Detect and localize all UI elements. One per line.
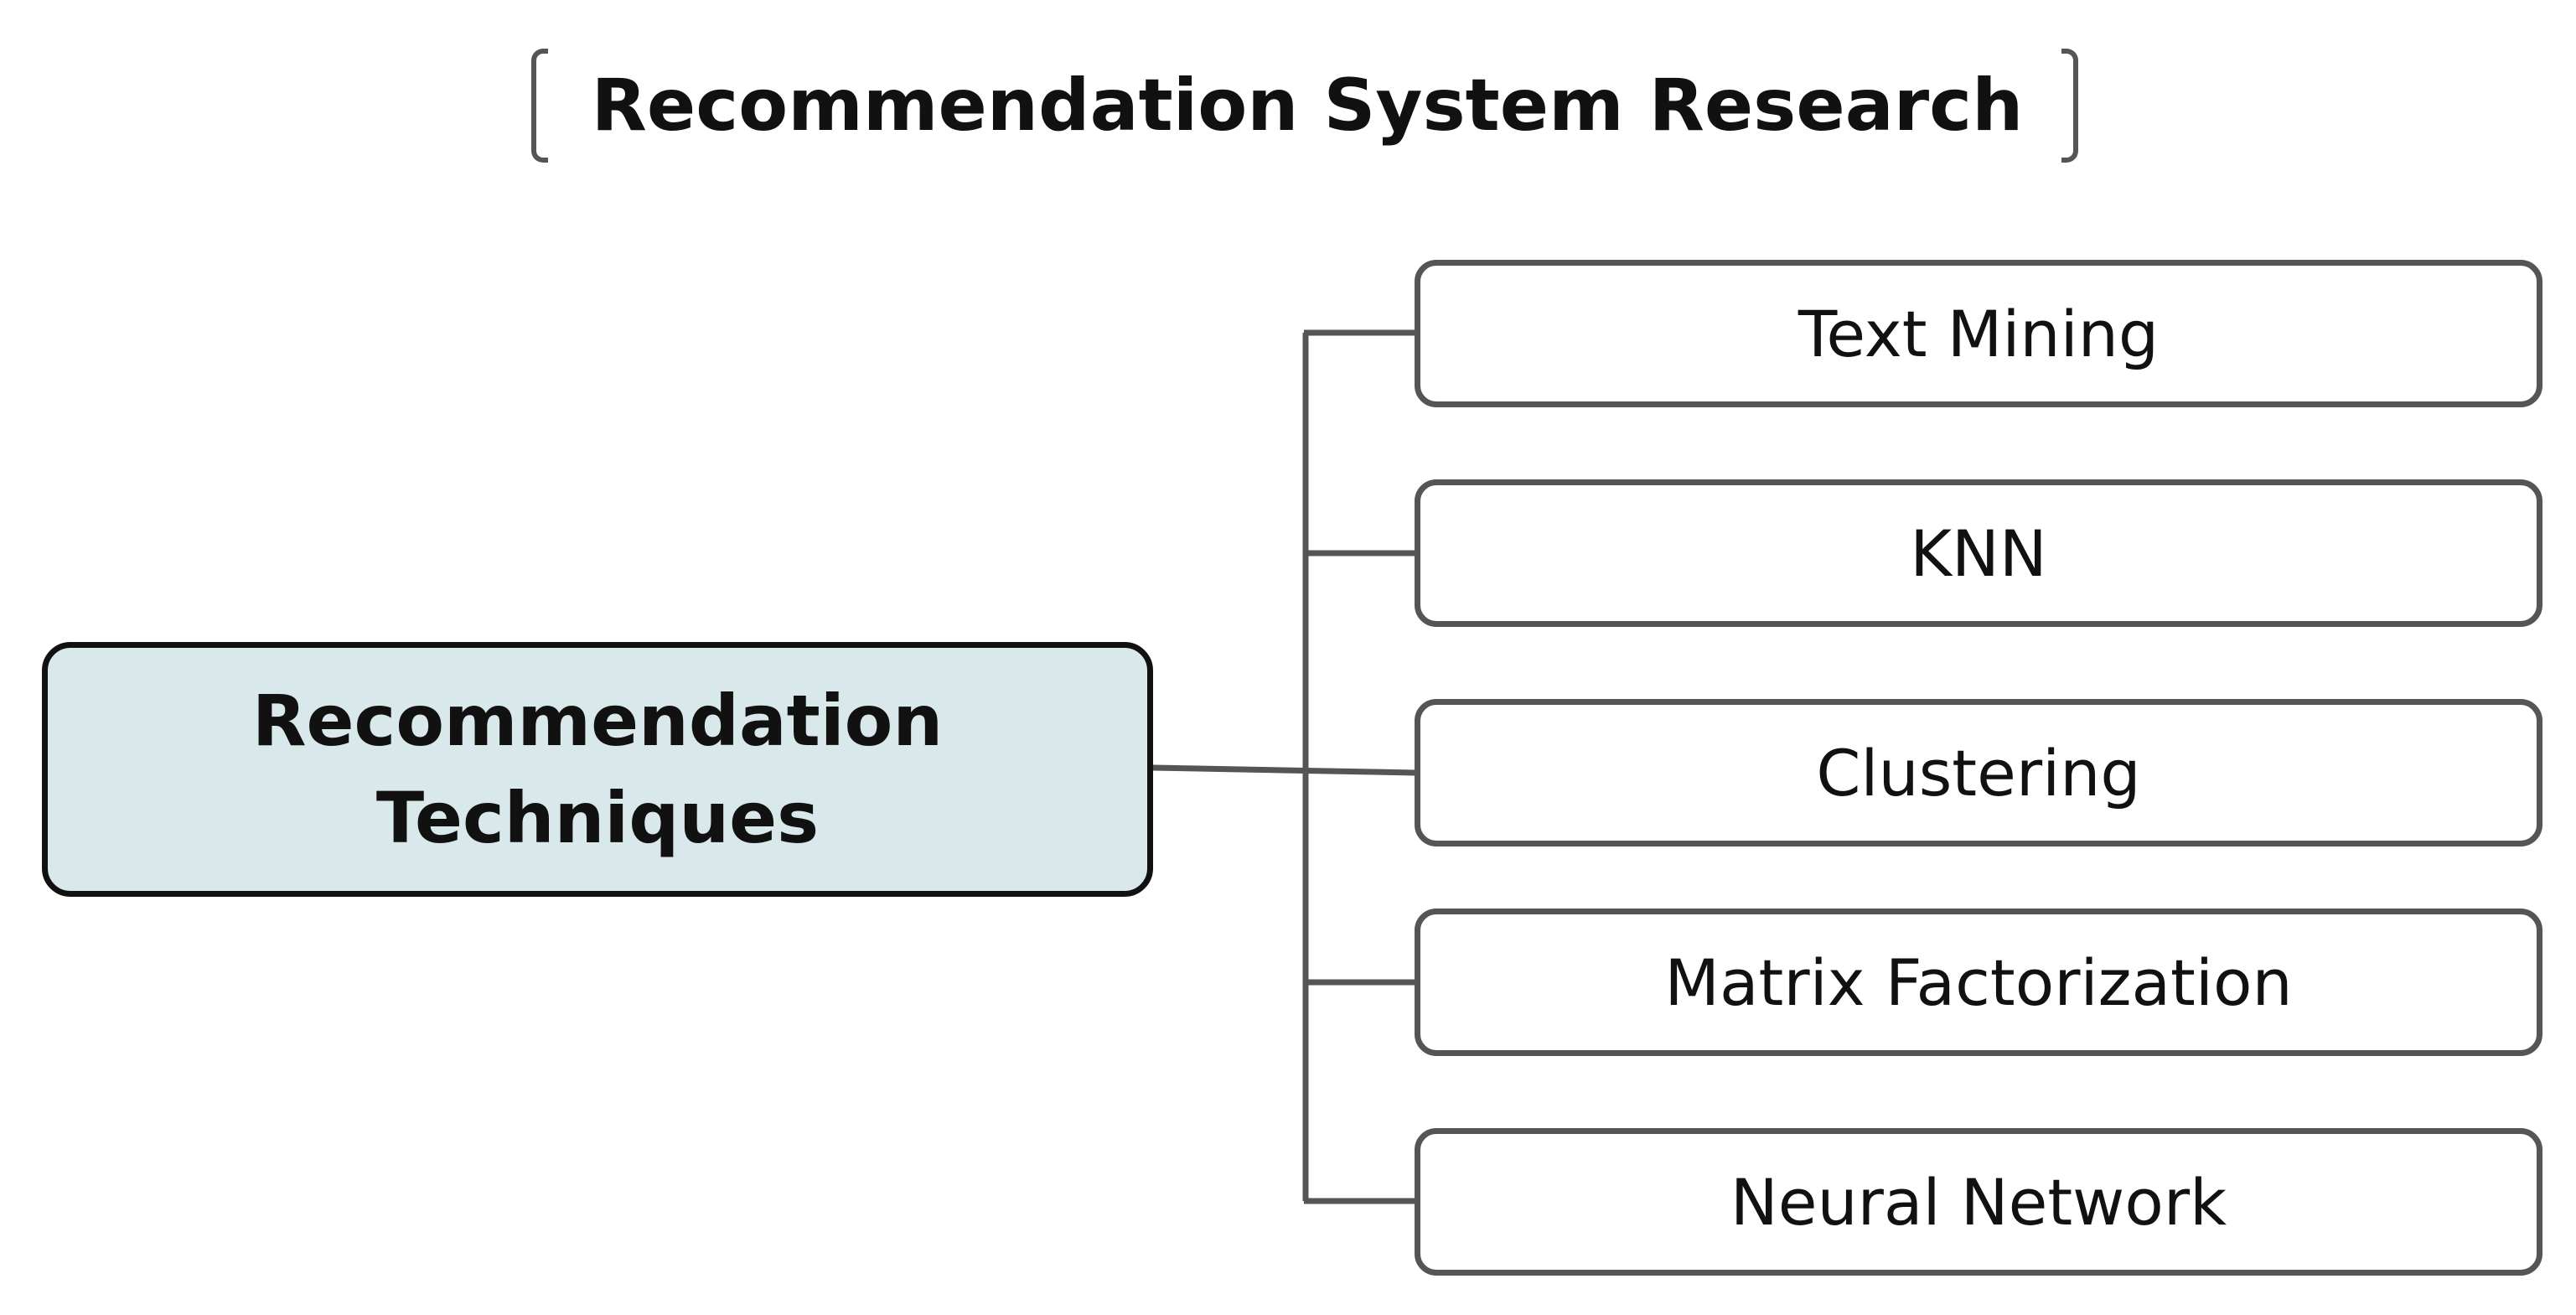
node-clustering: Clustering: [1415, 699, 2542, 846]
node-text-mining: Text Mining: [1415, 260, 2542, 407]
node-neural-network: Neural Network: [1415, 1128, 2542, 1276]
node-knn: KNN: [1415, 479, 2542, 627]
node-label: Matrix Factorization: [1664, 945, 2293, 1020]
root-node-label: Recommendation Techniques: [251, 680, 944, 859]
node-matrix-factorization: Matrix Factorization: [1415, 909, 2542, 1056]
title-right-bracket: [2061, 49, 2078, 163]
diagram-title: Recommendation System Research: [591, 64, 2024, 148]
node-label: KNN: [1910, 515, 2047, 591]
node-label: Neural Network: [1730, 1164, 2227, 1240]
node-label: Text Mining: [1798, 296, 2160, 371]
root-node-recommendation-techniques: Recommendation Techniques: [42, 642, 1153, 897]
connector-root-link: [1150, 764, 1418, 776]
title-left-bracket: [531, 49, 548, 163]
node-label: Clustering: [1816, 735, 2141, 810]
